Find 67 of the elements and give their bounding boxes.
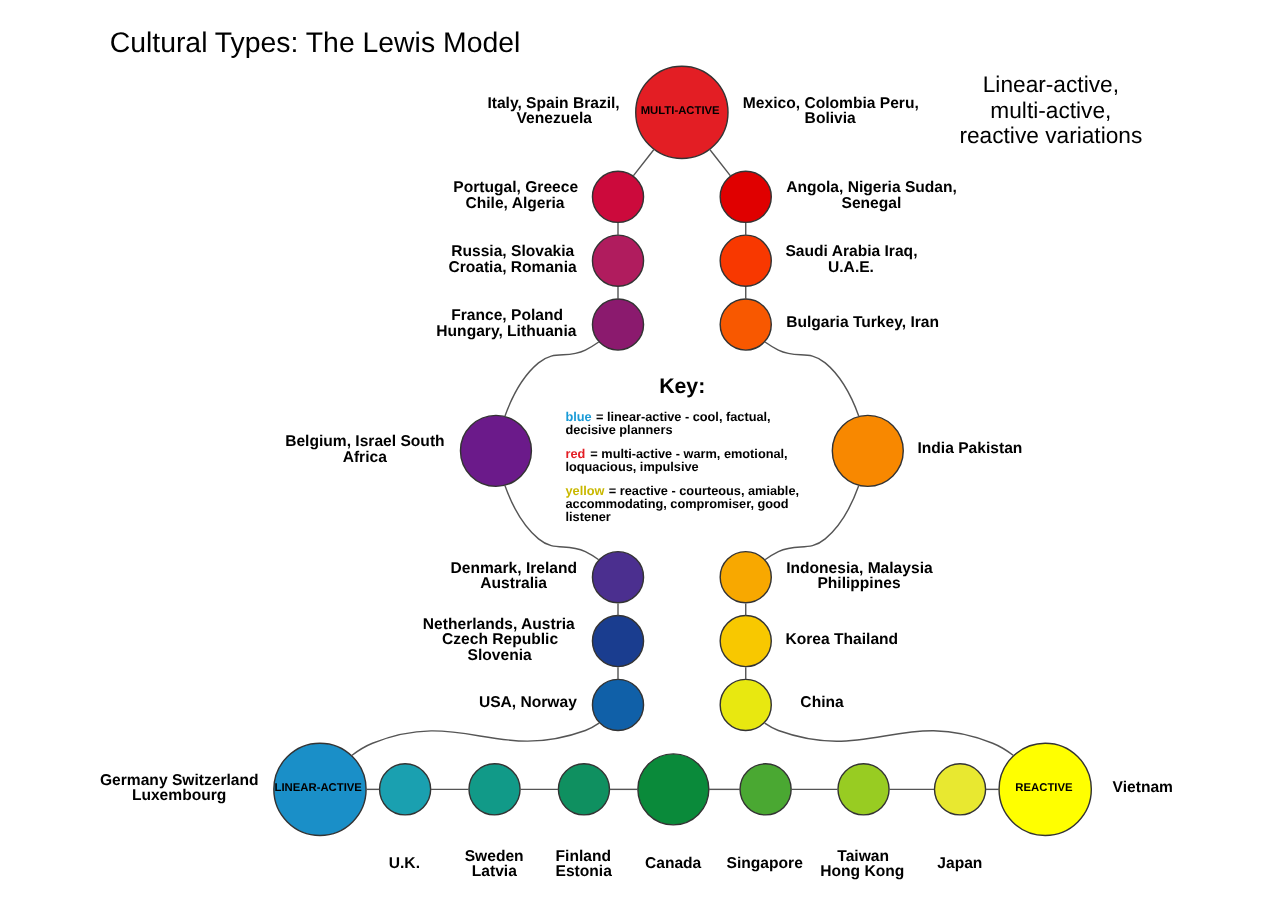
connector xyxy=(764,721,1015,756)
connector xyxy=(888,787,935,790)
node-label: Italy, Spain Brazil, Venezuela xyxy=(487,92,620,127)
node-circle xyxy=(557,762,611,815)
connector xyxy=(709,147,732,176)
node-circle xyxy=(591,297,645,350)
connector xyxy=(504,483,600,560)
connector xyxy=(609,787,639,790)
diagram-title: Cultural Types: The Lewis Model xyxy=(109,27,521,60)
node-circle xyxy=(739,762,792,815)
connector xyxy=(764,483,860,560)
node-label: Bulgaria Turkey, Iran xyxy=(786,312,939,331)
node-label: Singapore xyxy=(726,852,803,871)
node-label: France, Poland Hungary, Lithuania xyxy=(436,305,577,339)
node-label: India Pakistan xyxy=(917,438,1023,457)
node-circle xyxy=(591,169,645,223)
connector xyxy=(617,665,619,679)
node-label: China xyxy=(800,692,844,711)
node-label: Vietnam xyxy=(1112,776,1174,795)
node-label: Finland Estonia xyxy=(555,845,612,880)
node-circle xyxy=(719,549,772,603)
connector xyxy=(790,787,839,790)
node-circle xyxy=(719,677,772,731)
node-label: Angola, Nigeria Sudan, Senegal xyxy=(786,177,957,211)
node-circle xyxy=(831,413,904,487)
connector xyxy=(632,147,655,176)
node-circle xyxy=(459,413,533,487)
connector xyxy=(708,787,741,790)
node-circle xyxy=(591,677,645,731)
node-circle xyxy=(591,613,645,667)
node-circle xyxy=(591,549,645,603)
node-circle xyxy=(468,762,521,815)
node-label: USA, Norway xyxy=(478,692,577,711)
connector xyxy=(617,601,619,616)
node-circle xyxy=(719,297,772,350)
node-label: Russia, Slovakia Croatia, Romania xyxy=(448,241,577,275)
node-circle xyxy=(637,752,710,825)
node-label: Korea Thailand xyxy=(785,628,899,647)
connector xyxy=(764,340,860,417)
label: Key: xyxy=(659,373,706,398)
node-label: Saudi Arabia Iraq, U.A.E. xyxy=(785,241,918,275)
connector xyxy=(350,721,600,756)
connector xyxy=(430,787,470,790)
label: Linear-active, multi-active, reactive variations xyxy=(959,73,1143,149)
node-label: Mexico, Colombia Peru, Bolivia xyxy=(742,92,919,127)
connector xyxy=(519,787,559,790)
node-circle xyxy=(378,762,432,815)
node-circle xyxy=(719,233,772,286)
node-circle xyxy=(837,762,890,815)
node-circle xyxy=(719,169,772,223)
node-circle xyxy=(933,762,987,815)
node-label: Belgium, Israel South Africa xyxy=(285,431,445,465)
node-label: Taiwan Hong Kong xyxy=(820,845,905,880)
node-label: Japan xyxy=(937,852,983,871)
node-label: Indonesia, Malaysia Philippines xyxy=(786,557,933,592)
node-label: Sweden Latvia xyxy=(464,845,524,880)
node-label: U.K. xyxy=(388,852,421,871)
node-label: Portugal, Greece Chile, Algeria xyxy=(453,177,579,211)
connector xyxy=(504,340,600,417)
node-circle xyxy=(719,613,772,667)
node-label: Netherlands, Austria Czech Republic Slovenia xyxy=(422,613,575,663)
node-label: Denmark, Ireland Australia xyxy=(450,557,578,592)
node-circle xyxy=(591,233,645,286)
node-label: Canada xyxy=(644,852,702,871)
node-label: Germany Switzerland Luxembourg xyxy=(99,769,259,804)
connector xyxy=(617,285,619,299)
connector xyxy=(617,221,619,235)
